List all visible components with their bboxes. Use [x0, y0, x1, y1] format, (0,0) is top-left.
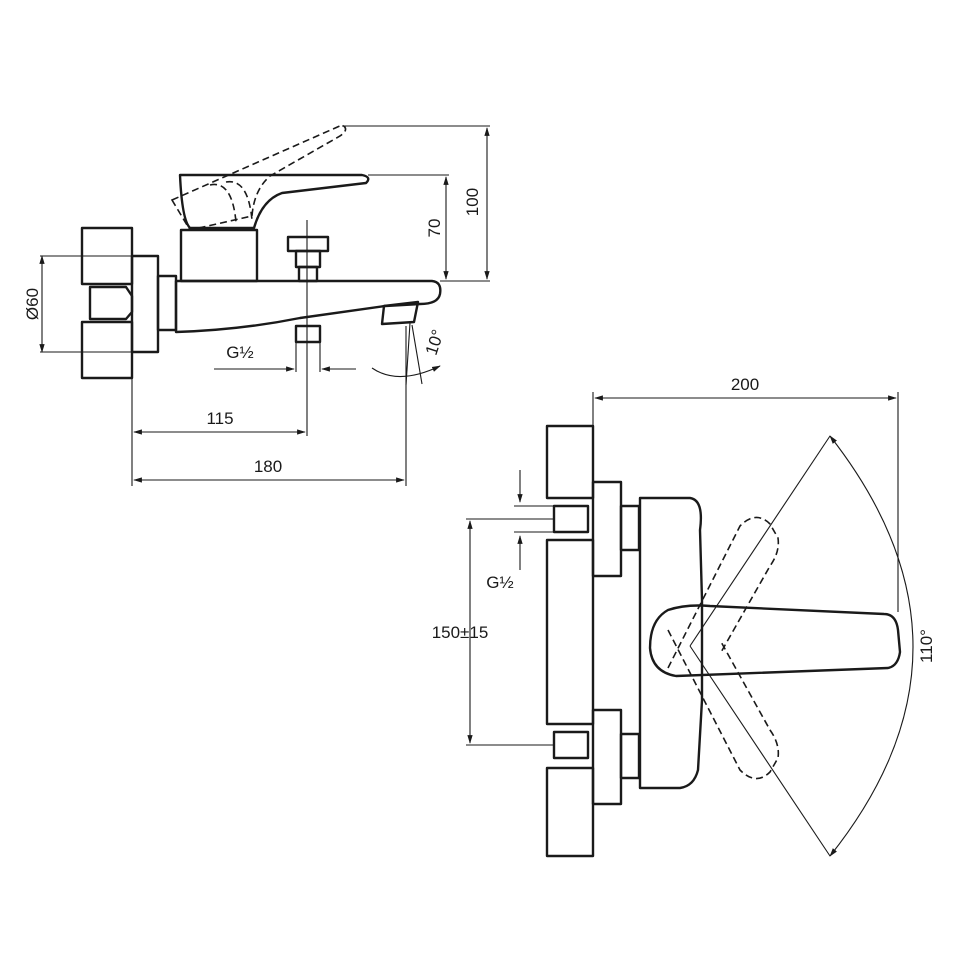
- front-handle: [648, 604, 902, 678]
- label-dim-115: 115: [206, 409, 233, 428]
- label-angle-10: 10°: [422, 327, 448, 357]
- side-handle-raised: [170, 124, 347, 231]
- label-dim-70: 70: [425, 219, 444, 238]
- label-dim-200: 200: [731, 375, 759, 394]
- front-eccentric-bottom: [552, 730, 590, 760]
- front-eccentric-top: [552, 504, 590, 534]
- side-spout: [380, 300, 420, 326]
- front-nut-bottom: [619, 732, 641, 780]
- front-flange-bottom: [591, 708, 623, 806]
- label-diameter: Ø60: [23, 288, 42, 320]
- label-thread-side: G½: [226, 343, 253, 362]
- front-handle-rotated-down: [667, 629, 780, 780]
- side-nut: [156, 274, 178, 332]
- side-handle: [178, 173, 370, 230]
- label-thread-front: G½: [486, 573, 513, 592]
- side-flange: [130, 254, 160, 354]
- front-body: [638, 496, 704, 790]
- front-flange-top: [591, 480, 623, 578]
- label-dim-180: 180: [254, 457, 282, 476]
- side-wall-lower: [80, 320, 134, 380]
- side-diverter: [286, 235, 330, 253]
- front-wall-bottom: [545, 766, 595, 858]
- label-dim-100: 100: [463, 188, 482, 216]
- side-connector: [88, 285, 134, 321]
- front-wall-middle: [545, 538, 595, 726]
- side-cartridge: [179, 228, 259, 283]
- side-body: [174, 279, 442, 334]
- front-nut-top: [619, 504, 641, 552]
- front-view: 200 G½ 150±15 110°: [432, 375, 936, 858]
- side-view: Ø60 G½ 115 180 70 100 10°: [23, 124, 490, 486]
- label-angle-110: 110°: [917, 629, 936, 663]
- label-dim-150: 150±15: [432, 623, 489, 642]
- side-inlet: [294, 324, 322, 344]
- front-handle-rotated-up: [667, 516, 780, 669]
- front-wall-top: [545, 424, 595, 500]
